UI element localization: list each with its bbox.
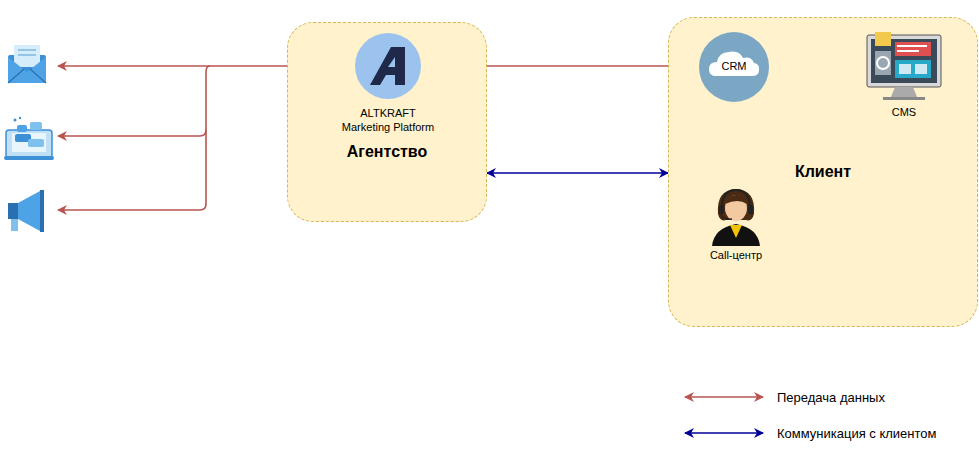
crm-node: CRM (699, 32, 769, 102)
legend-row: Передача данных (683, 387, 885, 407)
node-label: CMS (859, 105, 949, 119)
cms-monitor-icon (861, 29, 947, 103)
node-label: ALTKRAFT Marketing Platform (338, 106, 438, 134)
megaphone-icon (8, 190, 44, 232)
region-title: Клиент (669, 163, 977, 181)
agency-region: Агентство ALTKRAFT Marketing Platform (287, 22, 487, 222)
operator-icon (706, 184, 766, 246)
legend-text: Коммуникация с клиентом (777, 426, 937, 441)
legend-sample (683, 426, 765, 440)
platform-logo (355, 33, 421, 99)
call-center-node: Call-центр (691, 184, 781, 262)
cms-node: CMS (859, 29, 949, 119)
node-label: Call-центр (691, 248, 781, 262)
chat-icon (4, 117, 54, 160)
channel-wire (58, 130, 206, 210)
legend-sample (683, 390, 765, 404)
platform-node: ALTKRAFT Marketing Platform (328, 33, 448, 134)
legend-text: Передача данных (777, 390, 885, 405)
node-label: CRM (699, 60, 769, 72)
channel-wire (58, 66, 210, 136)
connector (487, 172, 668, 174)
client-region: Клиент CRM CMS Call-центр (668, 17, 978, 327)
email-icon (8, 45, 46, 83)
legend-row: Коммуникация с клиентом (683, 423, 937, 443)
region-title: Агентство (288, 143, 486, 161)
